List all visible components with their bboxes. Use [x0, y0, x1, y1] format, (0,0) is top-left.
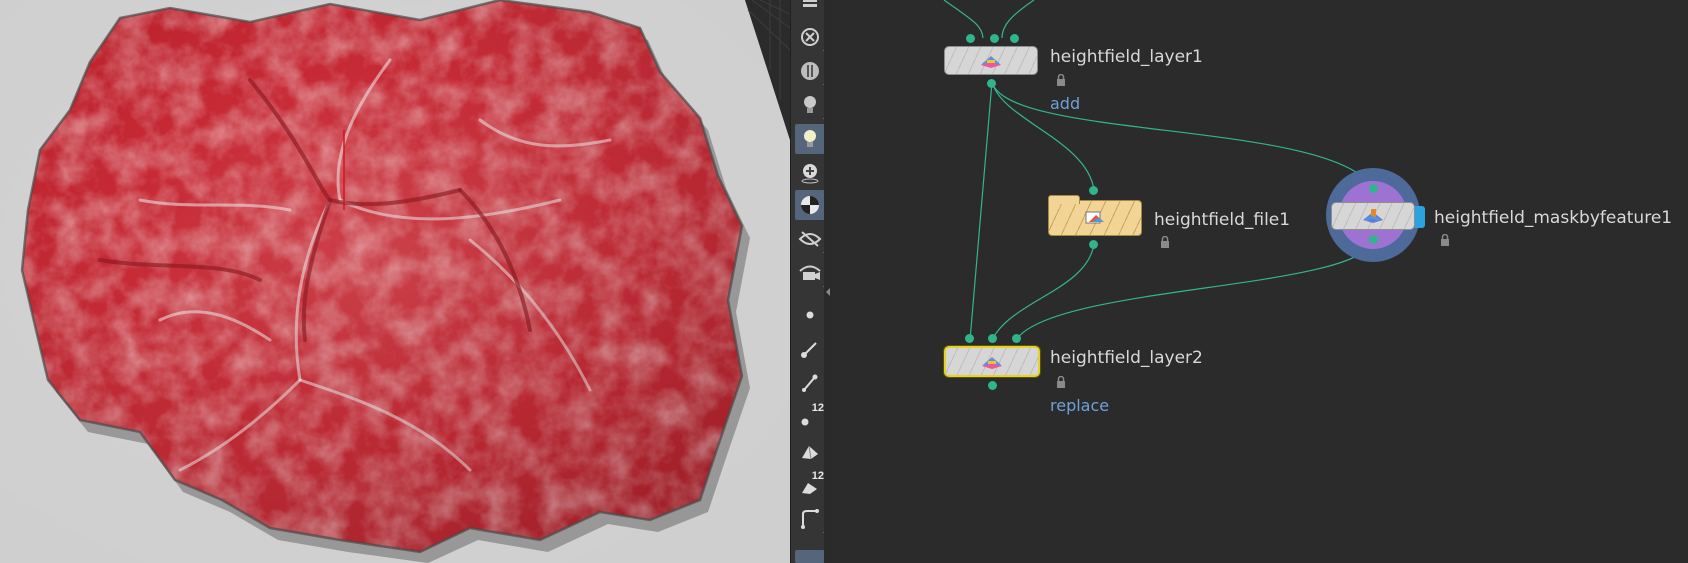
- node-name[interactable]: heightfield_file1: [1154, 210, 1291, 230]
- input-port[interactable]: [1369, 184, 1378, 193]
- no-display-icon[interactable]: [795, 22, 827, 52]
- node-heightfield-maskbyfeature1[interactable]: heightfield_maskbyfeature1: [1326, 168, 1688, 264]
- primitive-numbers-icon[interactable]: 12: [795, 470, 825, 500]
- node-body[interactable]: [944, 346, 1040, 377]
- wire-in-1: [943, 0, 984, 39]
- terrain-render: [0, 0, 790, 563]
- lock-icon[interactable]: [1160, 236, 1170, 248]
- input-port[interactable]: [988, 334, 997, 343]
- node-body[interactable]: [1048, 195, 1142, 236]
- normals-icon[interactable]: [795, 334, 825, 364]
- stack-icon[interactable]: [795, 0, 825, 18]
- checker-sphere-icon[interactable]: [795, 190, 825, 220]
- output-port[interactable]: [987, 79, 996, 88]
- input-port[interactable]: [965, 334, 974, 343]
- node-heightfield-layer2[interactable]: heightfield_layer2 replace: [944, 334, 1304, 424]
- light-bulb-active-icon[interactable]: [795, 124, 825, 154]
- output-port[interactable]: [988, 381, 997, 390]
- node-name[interactable]: heightfield_layer2: [1050, 348, 1203, 368]
- point-numbers-icon[interactable]: 12: [795, 402, 825, 432]
- node-operation-label: add: [1050, 94, 1081, 113]
- camera-view-icon[interactable]: [795, 258, 827, 288]
- vector-icon[interactable]: [795, 368, 825, 398]
- primitive-numbers-label: 12: [811, 470, 824, 482]
- input-port[interactable]: [1089, 186, 1098, 195]
- wire-file1-layer2: [991, 243, 1095, 341]
- file-icon: [1085, 211, 1104, 224]
- shading-ball-icon[interactable]: [795, 56, 827, 86]
- lock-icon[interactable]: [1056, 74, 1066, 86]
- wire-layer1-file1: [991, 81, 1095, 191]
- input-port[interactable]: [990, 34, 999, 43]
- lock-icon[interactable]: [1440, 234, 1450, 246]
- wire-in-2: [1001, 0, 1035, 39]
- primitive-icon[interactable]: [795, 436, 825, 466]
- scene-viewport[interactable]: [0, 0, 790, 563]
- curve-icon[interactable]: [795, 504, 827, 534]
- pane-splitter[interactable]: [824, 0, 832, 563]
- output-port[interactable]: [1369, 235, 1378, 244]
- lock-icon[interactable]: [1056, 376, 1066, 388]
- wire-layer1-layer2: [969, 81, 993, 341]
- node-name[interactable]: heightfield_layer1: [1050, 47, 1203, 67]
- collapse-arrow-icon[interactable]: [826, 288, 830, 296]
- input-port[interactable]: [1010, 34, 1019, 43]
- wire-layer1-mask: [991, 81, 1374, 189]
- display-flag[interactable]: [1415, 206, 1425, 228]
- heightfield-layer-icon: [982, 356, 1002, 369]
- visibility-eye-icon[interactable]: [795, 224, 827, 254]
- node-body[interactable]: [1331, 202, 1415, 230]
- point-numbers-label: 12: [811, 402, 824, 414]
- node-name[interactable]: heightfield_maskbyfeature1: [1434, 208, 1673, 228]
- light-add-icon[interactable]: [795, 158, 825, 188]
- output-port[interactable]: [1089, 240, 1098, 249]
- input-port[interactable]: [1012, 334, 1021, 343]
- point-icon[interactable]: [795, 300, 825, 330]
- node-operation-label: replace: [1050, 396, 1110, 415]
- viewport-toolbar: 12 12: [790, 0, 830, 563]
- wire-mask-layer2: [1015, 239, 1374, 341]
- node-heightfield-file1[interactable]: heightfield_file1: [1048, 180, 1308, 250]
- mask-feature-icon: [1363, 209, 1383, 223]
- input-port[interactable]: [966, 34, 975, 43]
- network-editor[interactable]: heightfield_layer1 add heightfield_file1…: [832, 0, 1688, 563]
- light-bulb-icon[interactable]: [795, 90, 827, 120]
- node-heightfield-layer1[interactable]: heightfield_layer1 add: [944, 34, 1304, 114]
- heightfield-layer-icon: [981, 55, 1001, 68]
- node-body[interactable]: [944, 46, 1038, 75]
- toolbar-bottom-button[interactable]: [795, 550, 825, 563]
